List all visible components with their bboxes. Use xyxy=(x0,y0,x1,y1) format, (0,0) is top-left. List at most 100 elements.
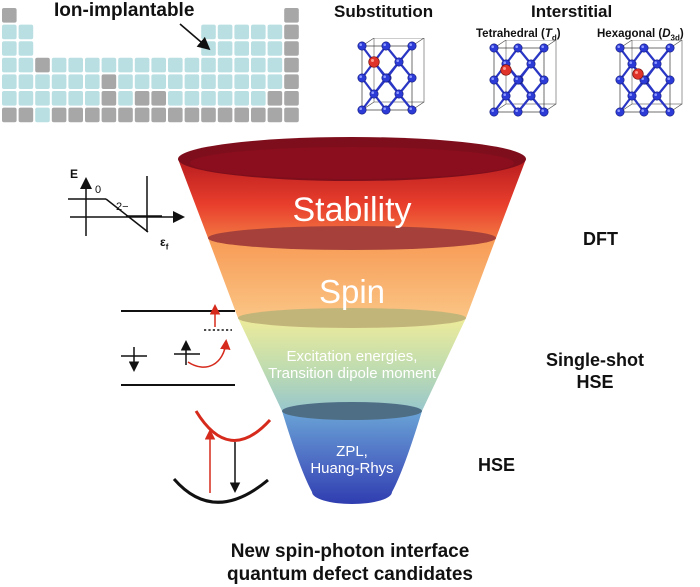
element-cell xyxy=(267,74,283,89)
element-cell xyxy=(35,91,50,106)
atom-highlight xyxy=(617,109,620,112)
element-cell xyxy=(51,74,67,89)
defect-highlight xyxy=(503,67,506,70)
element-cell xyxy=(184,74,200,89)
element-cell xyxy=(217,41,233,56)
atom-highlight xyxy=(409,107,412,110)
element-cell xyxy=(118,57,133,73)
element-cell xyxy=(18,57,34,73)
atom-highlight xyxy=(491,45,494,48)
element-cell xyxy=(118,91,133,106)
element-cell xyxy=(51,57,67,73)
element-cell xyxy=(251,24,266,40)
fermi-level-label: εf xyxy=(160,235,169,252)
element-cell xyxy=(217,107,233,123)
defect-highlight xyxy=(371,59,374,62)
element-cell xyxy=(267,57,283,73)
element-cell xyxy=(168,91,183,106)
atom-highlight xyxy=(641,109,644,112)
element-cell xyxy=(217,57,233,73)
element-cell xyxy=(234,107,249,123)
element-cell xyxy=(201,57,216,73)
element-cell xyxy=(85,57,100,73)
periodic-table xyxy=(2,8,299,123)
element-cell xyxy=(2,91,17,106)
element-cell xyxy=(35,57,50,73)
ion-implantable-title: Ion-implantable xyxy=(54,0,195,21)
funnel-tier-stability xyxy=(178,159,526,250)
element-cell xyxy=(284,107,299,123)
funnel-tier-spin xyxy=(208,238,496,328)
defect-highlight xyxy=(635,71,638,74)
element-cell xyxy=(2,107,17,123)
atom-highlight xyxy=(359,75,362,78)
element-cell xyxy=(2,8,17,23)
atom-highlight xyxy=(503,61,506,64)
element-cell xyxy=(184,91,200,106)
atom-highlight xyxy=(396,91,399,94)
atom-highlight xyxy=(667,77,670,80)
atom-highlight xyxy=(541,45,544,48)
element-cell xyxy=(68,57,83,73)
element-cell xyxy=(35,74,50,89)
element-cell xyxy=(2,57,17,73)
atom-highlight xyxy=(654,61,657,64)
element-cell xyxy=(101,74,117,89)
element-cell xyxy=(151,74,166,89)
element-cell xyxy=(284,8,299,23)
element-cell xyxy=(118,74,133,89)
element-cell xyxy=(251,91,266,106)
atom-highlight xyxy=(396,59,399,62)
atom-highlight xyxy=(409,43,412,46)
element-cell xyxy=(101,57,117,73)
element-cell xyxy=(201,91,216,106)
atom-highlight xyxy=(359,43,362,46)
atom-highlight xyxy=(667,45,670,48)
atom-highlight xyxy=(491,109,494,112)
funnel-tier-excitation xyxy=(238,318,466,420)
element-cell xyxy=(168,74,183,89)
element-cell xyxy=(18,91,34,106)
charge-zero-label: 0 xyxy=(95,184,102,196)
atom-highlight xyxy=(371,91,374,94)
element-cell xyxy=(51,91,67,106)
element-cell xyxy=(201,74,216,89)
atom-highlight xyxy=(383,75,386,78)
atom-highlight xyxy=(528,93,531,96)
element-cell xyxy=(134,107,150,123)
element-cell xyxy=(267,91,283,106)
atom-highlight xyxy=(409,75,412,78)
substitution-title: Substitution xyxy=(334,2,434,21)
atom-highlight xyxy=(515,77,518,80)
element-cell xyxy=(267,107,283,123)
element-cell xyxy=(85,107,100,123)
atom-highlight xyxy=(491,77,494,80)
element-cell xyxy=(18,41,34,56)
funnel-label-stability: Stability xyxy=(292,191,412,229)
element-cell xyxy=(2,24,17,40)
element-cell xyxy=(201,107,216,123)
atom-highlight xyxy=(383,43,386,46)
element-cell xyxy=(217,24,233,40)
atom-highlight xyxy=(629,93,632,96)
element-cell xyxy=(251,41,266,56)
element-cell xyxy=(284,74,299,89)
atom-highlight xyxy=(515,45,518,48)
interstitial-title: Interstitial xyxy=(531,2,613,21)
method-hse: HSE xyxy=(478,455,516,475)
atom-highlight xyxy=(503,93,506,96)
element-cell xyxy=(267,41,283,56)
element-cell xyxy=(284,41,299,56)
defect-atom xyxy=(500,64,512,76)
defect-atom xyxy=(632,68,644,80)
funnel-label-spin: Spin xyxy=(318,273,386,310)
excited-state-curve xyxy=(194,410,272,442)
element-cell xyxy=(168,107,183,123)
